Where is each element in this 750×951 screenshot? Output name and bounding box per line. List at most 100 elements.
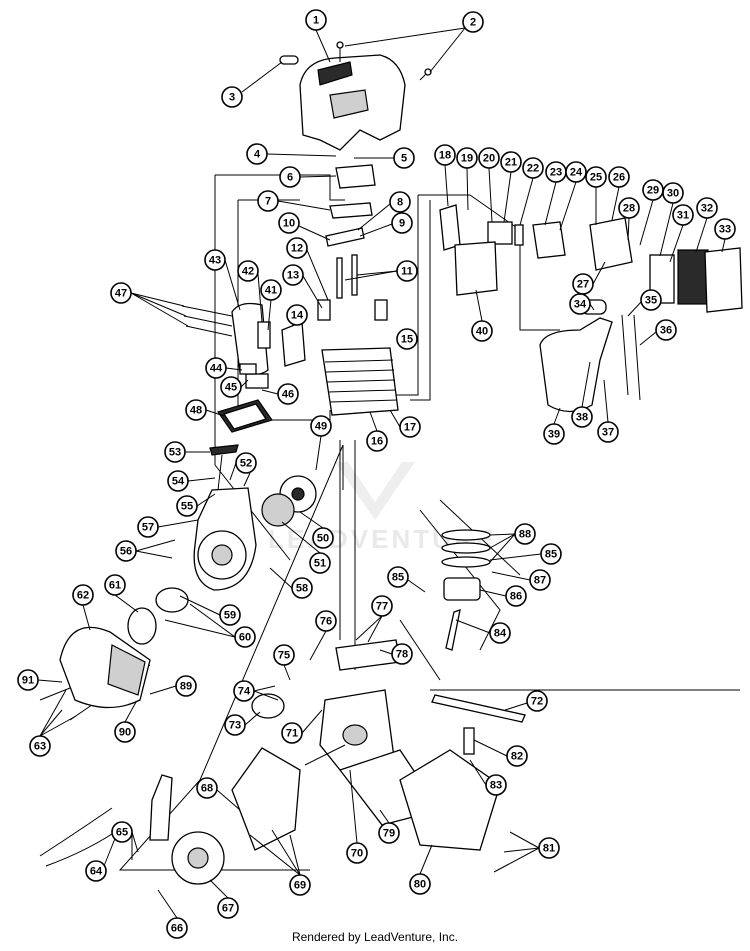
callout-number: 62 xyxy=(77,590,89,602)
part-callout-48: 48 xyxy=(185,399,207,421)
part-callout-82: 82 xyxy=(506,745,528,767)
callout-number: 2 xyxy=(470,17,476,29)
part-callout-25: 25 xyxy=(585,166,607,188)
part-callout-54: 54 xyxy=(167,470,189,492)
part-callout-35: 35 xyxy=(640,289,662,311)
callout-circle xyxy=(565,161,587,183)
callout-circle xyxy=(176,495,198,517)
callout-circle xyxy=(505,585,527,607)
callout-circle xyxy=(371,595,393,617)
callout-circle xyxy=(279,166,301,188)
callout-number: 65 xyxy=(116,827,128,839)
callout-number: 37 xyxy=(602,427,614,439)
callout-number: 45 xyxy=(225,382,237,394)
callout-number: 8 xyxy=(397,197,403,209)
part-callout-87: 87 xyxy=(529,569,551,591)
part-callout-7: 7 xyxy=(257,190,279,212)
callout-circle xyxy=(310,415,332,437)
callout-circle xyxy=(569,293,591,315)
callout-circle xyxy=(234,626,256,648)
callout-number: 15 xyxy=(401,334,413,346)
part-callout-70: 70 xyxy=(346,842,368,864)
callout-circle xyxy=(104,574,126,596)
callout-circle xyxy=(260,279,282,301)
part-callout-44: 44 xyxy=(205,357,227,379)
piston xyxy=(443,577,481,601)
part-callout-38: 38 xyxy=(571,406,593,428)
callout-circle xyxy=(166,917,188,939)
part-callout-42: 42 xyxy=(237,260,259,282)
callout-number: 79 xyxy=(383,828,395,840)
callout-circle xyxy=(540,543,562,565)
part-callout-81: 81 xyxy=(538,837,560,859)
callout-circle xyxy=(205,357,227,379)
callout-number: 22 xyxy=(527,163,539,175)
part-callout-20: 20 xyxy=(478,147,500,169)
callout-circle xyxy=(526,690,548,712)
callout-circle xyxy=(110,282,132,304)
callout-circle xyxy=(396,260,418,282)
part-callout-24: 24 xyxy=(565,161,587,183)
callout-number: 77 xyxy=(376,601,388,613)
part-callout-14: 14 xyxy=(286,304,308,326)
callout-circle xyxy=(72,584,94,606)
part-callout-10: 10 xyxy=(278,212,300,234)
callout-number: 66 xyxy=(171,923,183,935)
part-callout-29: 29 xyxy=(642,179,664,201)
part-callout-26: 26 xyxy=(608,166,630,188)
callout-circle xyxy=(662,182,684,204)
part-callout-43: 43 xyxy=(204,249,226,271)
callout-circle xyxy=(366,430,388,452)
callout-number: 41 xyxy=(265,285,277,297)
callout-circle xyxy=(471,320,493,342)
part-callout-90: 90 xyxy=(114,721,136,743)
callout-number: 35 xyxy=(645,295,657,307)
part-callout-31: 31 xyxy=(672,204,694,226)
part-callout-88: 88 xyxy=(514,523,536,545)
part-callout-75: 75 xyxy=(273,644,295,666)
part-callout-83: 83 xyxy=(485,774,507,796)
callout-circle xyxy=(315,610,337,632)
callout-circle xyxy=(478,147,500,169)
part-callout-21: 21 xyxy=(500,151,522,173)
callout-circle xyxy=(224,714,246,736)
callout-circle xyxy=(175,675,197,697)
part-callout-74: 74 xyxy=(233,680,255,702)
callout-number: 71 xyxy=(286,728,298,740)
callout-number: 30 xyxy=(667,188,679,200)
callout-circle xyxy=(281,722,303,744)
callout-number: 25 xyxy=(590,172,602,184)
callout-number: 1 xyxy=(313,15,319,27)
callout-number: 12 xyxy=(291,243,303,255)
part-callout-71: 71 xyxy=(281,722,303,744)
part-callout-59: 59 xyxy=(219,604,241,626)
callout-circle xyxy=(399,416,421,438)
callout-number: 88 xyxy=(519,529,531,541)
callout-number: 69 xyxy=(294,880,306,892)
callout-circle xyxy=(391,212,413,234)
part-callout-69: 69 xyxy=(289,874,311,896)
callout-number: 19 xyxy=(461,153,473,165)
part-callout-73: 73 xyxy=(224,714,246,736)
footer-credit: Rendered by LeadVenture, Inc. xyxy=(291,930,459,944)
callout-number: 3 xyxy=(229,92,235,104)
callout-number: 89 xyxy=(180,681,192,693)
part-callout-85: 85 xyxy=(540,543,562,565)
callout-circle xyxy=(217,897,239,919)
callout-circle xyxy=(289,874,311,896)
callout-number: 70 xyxy=(351,848,363,860)
callout-number: 78 xyxy=(396,649,408,661)
part-callout-11: 11 xyxy=(396,260,418,282)
part-callout-28: 28 xyxy=(618,197,640,219)
callout-number: 13 xyxy=(287,270,299,282)
part-callout-4: 4 xyxy=(246,143,268,165)
callout-number: 6 xyxy=(287,172,293,184)
callout-circle xyxy=(233,680,255,702)
callout-number: 60 xyxy=(239,632,251,644)
callout-number: 91 xyxy=(22,675,34,687)
callout-circle xyxy=(571,406,593,428)
callout-number: 86 xyxy=(510,591,522,603)
callout-circle xyxy=(714,218,736,240)
callout-number: 28 xyxy=(623,203,635,215)
callout-number: 54 xyxy=(172,476,185,488)
